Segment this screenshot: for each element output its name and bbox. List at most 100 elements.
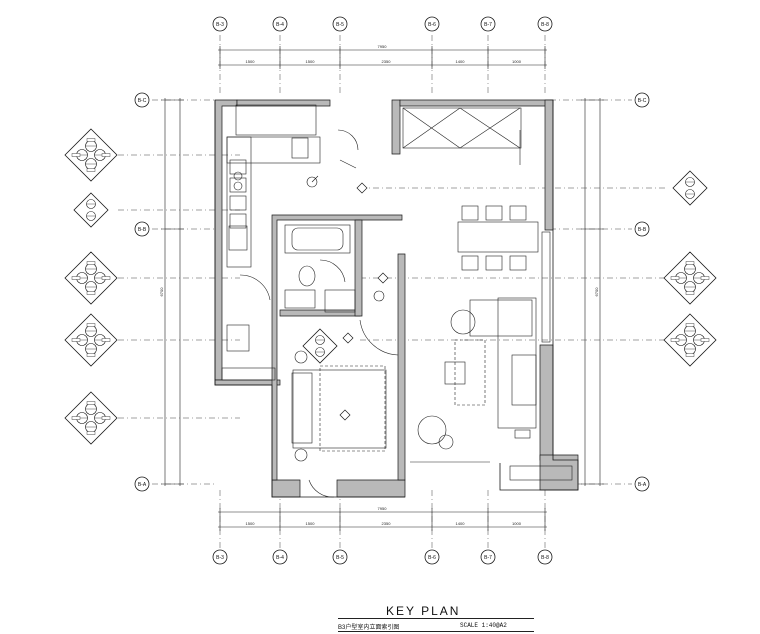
- wall-west: [214, 99, 238, 381]
- axis-marker-top: B-3: [212, 16, 228, 32]
- sofa: [497, 297, 537, 429]
- kitchen-counter-top: [226, 136, 321, 164]
- lamp: [294, 350, 308, 364]
- lamp: [294, 448, 308, 462]
- stair-diag: [402, 107, 461, 149]
- axis-bubble: [212, 549, 228, 565]
- wall-north-kitchen: [236, 99, 331, 107]
- fridge: [291, 137, 309, 159]
- dim-segment-bottom: 2350: [382, 521, 392, 526]
- bed-rug: [319, 365, 386, 452]
- elevation-diamond: [672, 170, 708, 206]
- side-table-round: [438, 434, 454, 450]
- elevation-diamond: [64, 251, 118, 305]
- axis-marker-top: B-7: [480, 16, 496, 32]
- axis-label: B-7: [484, 22, 492, 28]
- rug: [469, 299, 533, 337]
- axis-label: B-8: [541, 22, 549, 28]
- axis-label: B-8: [541, 555, 549, 561]
- axis-marker-right: B-A: [634, 476, 650, 492]
- axis-marker-right: B-C: [634, 92, 650, 108]
- wall-sw: [214, 379, 281, 386]
- elevation-index-bath: [302, 328, 338, 364]
- wall-south-mid: [336, 479, 406, 498]
- axis-label: B-B: [138, 227, 147, 233]
- axis-marker-left: B-C: [134, 92, 150, 108]
- entry-mat: [221, 367, 276, 381]
- cabinet-door: [229, 159, 247, 175]
- door-swing: [359, 319, 399, 356]
- furniture: [221, 104, 573, 498]
- dim-total-top: 7950: [378, 44, 388, 49]
- axis-bubble: [212, 16, 228, 32]
- dim-segment-bottom: 1500: [306, 521, 316, 526]
- washer: [226, 324, 250, 352]
- elevation-index-5: [64, 391, 118, 445]
- title-rule: [338, 618, 534, 619]
- bed-headboard: [291, 372, 313, 444]
- axis-marker-left: B-A: [134, 476, 150, 492]
- dim-segment-bottom: 1500: [246, 521, 256, 526]
- window-east: [541, 231, 551, 343]
- sink: [228, 225, 248, 251]
- elevation-tag: [71, 153, 81, 157]
- dining-chair: [485, 255, 503, 271]
- cabinet-door: [229, 213, 247, 229]
- balcony-planter: [509, 465, 573, 481]
- elevation-tag: [86, 323, 96, 327]
- axis-marker-bottom: B-3: [212, 549, 228, 565]
- axis-bubble: [634, 221, 650, 237]
- dim-total-bottom: 7950: [378, 506, 388, 511]
- bathtub: [284, 224, 351, 254]
- elevation-tag: [86, 431, 96, 435]
- dining-chair: [461, 255, 479, 271]
- dim-segment-top: 1000: [512, 59, 522, 64]
- axis-bubble: [134, 476, 150, 492]
- elevation-index-symbols: [64, 128, 717, 445]
- wall-bed-north: [271, 214, 403, 481]
- kitchen-counter-side: [226, 136, 252, 268]
- axis-bubble: [634, 92, 650, 108]
- dining-chair: [509, 255, 527, 271]
- dim-segment-bottom: 1000: [512, 521, 522, 526]
- elevation-tag: [86, 401, 96, 405]
- dining-chair: [461, 205, 479, 221]
- elevation-index-1: [64, 128, 118, 182]
- dim-segment-top: 2350: [382, 59, 392, 64]
- dimension-lines: [161, 46, 604, 531]
- axis-marker-top: B-8: [537, 16, 553, 32]
- elevation-tag: [86, 291, 96, 295]
- wall-bath-east: [354, 219, 363, 317]
- axis-label: B-C: [138, 98, 147, 104]
- bed: [292, 369, 387, 449]
- axis-bubble: [634, 476, 650, 492]
- axis-marker-left: B-B: [134, 221, 150, 237]
- axis-marker-bottom: B-4: [272, 549, 288, 565]
- shower: [324, 289, 356, 313]
- axis-marker-top: B-4: [272, 16, 288, 32]
- elevation-index-4: [64, 313, 118, 367]
- tag-leader: [311, 175, 319, 183]
- door-swing: [239, 274, 271, 301]
- bathtub-inner: [291, 227, 344, 251]
- axis-label: B-3: [216, 22, 224, 28]
- elevation-tag: [71, 416, 81, 420]
- axis-bubble: [424, 16, 440, 32]
- axis-label: B-3: [216, 555, 224, 561]
- axis-marker-right: B-B: [634, 221, 650, 237]
- dining-chair: [509, 205, 527, 221]
- elevation-tag: [685, 261, 695, 265]
- axis-marker-top: B-5: [332, 16, 348, 32]
- axis-bubble: [424, 549, 440, 565]
- elevation-tag: [685, 353, 695, 357]
- wall-north: [399, 99, 554, 107]
- axis-label: B-6: [428, 555, 436, 561]
- elevation-tag: [685, 323, 695, 327]
- reference-tag: [373, 290, 385, 302]
- axis-marker-bottom: B-7: [480, 549, 496, 565]
- elevation-tag: [101, 276, 111, 280]
- elevation-tag: [86, 261, 96, 265]
- axis-bubble: [537, 16, 553, 32]
- elevation-tag: [71, 276, 81, 280]
- side-table: [444, 361, 466, 385]
